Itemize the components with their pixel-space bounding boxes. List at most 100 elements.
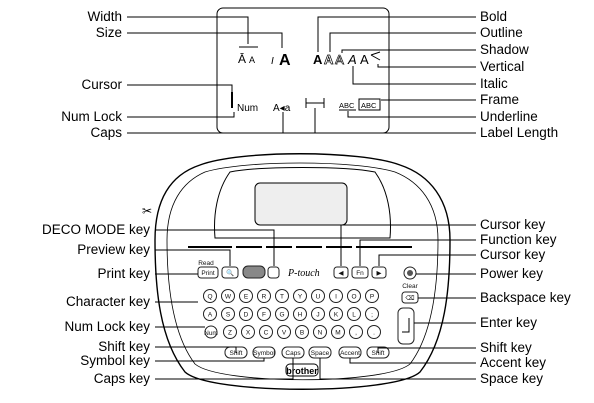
label-width: Width — [87, 9, 122, 24]
bottom-key-0-label: Shift — [229, 350, 242, 357]
char-key-row2-9-label: ; — [371, 312, 373, 319]
num-lock-key[interactable] — [204, 325, 218, 339]
char-key-row1-4[interactable] — [275, 289, 289, 303]
char-key-row2-2[interactable] — [239, 307, 253, 321]
label-deco-mode-key: DECO MODE key — [42, 222, 150, 237]
brand-plate — [285, 363, 319, 377]
char-key-row3-0[interactable] — [223, 325, 237, 339]
char-key-row3-7-label: , — [355, 330, 357, 337]
char-key-row2-1[interactable] — [221, 307, 235, 321]
char-key-row3-4[interactable] — [295, 325, 309, 339]
char-key-row1-5[interactable] — [293, 289, 307, 303]
char-key-row2-9[interactable] — [365, 307, 379, 321]
magnifier-icon: 🔍 — [226, 268, 234, 277]
char-key-row2-5[interactable] — [293, 307, 307, 321]
width-indicator: Ā A — [238, 46, 258, 66]
svg-text:A: A — [249, 55, 255, 65]
label-character-key: Character key — [66, 294, 150, 309]
device-inner-shell — [166, 162, 439, 381]
label-size: Size — [96, 25, 122, 40]
char-key-row1-3[interactable] — [257, 289, 271, 303]
char-key-row1-2-label: E — [244, 294, 249, 301]
bottom-key-1-label: Symbol — [253, 350, 275, 357]
caps-indicator: A◂a — [273, 103, 291, 114]
num-lock-indicator: Num — [237, 103, 258, 114]
cursor-right-key[interactable] — [371, 266, 387, 279]
char-key-row1-7[interactable] — [329, 289, 343, 303]
preview-key[interactable] — [221, 266, 239, 279]
label-cursor-key-top: Cursor key — [480, 217, 546, 232]
svg-text:A: A — [347, 52, 357, 67]
label-preview-key: Preview key — [77, 242, 150, 257]
cursor-left-icon: ◀ — [339, 270, 345, 277]
num-lock-key-label: Num — [204, 330, 218, 337]
char-key-row3-8[interactable] — [367, 325, 381, 339]
char-key-row1-1[interactable] — [221, 289, 235, 303]
char-key-row3-8-label: . — [373, 330, 375, 337]
ptouch-logo: P-touch — [287, 268, 320, 279]
bottom-key-2-label: Caps — [285, 350, 301, 357]
function-key[interactable] — [351, 266, 369, 279]
char-key-row1-9-label: P — [370, 294, 374, 301]
function-key-label: Fn — [356, 270, 364, 277]
char-key-row1-2[interactable] — [239, 289, 253, 303]
deco-mode-key[interactable] — [242, 265, 266, 279]
enter-key[interactable] — [397, 307, 415, 345]
char-key-row1-7-label: I — [335, 294, 337, 301]
char-key-row1-9[interactable] — [365, 289, 379, 303]
char-key-row3-7[interactable] — [349, 325, 363, 339]
char-key-row3-3[interactable] — [277, 325, 291, 339]
power-icon — [407, 270, 413, 276]
label-length-indicator — [305, 98, 325, 108]
char-key-row2-7[interactable] — [329, 307, 343, 321]
char-key-row2-1-label: S — [226, 312, 231, 319]
label-space-key: Space key — [480, 371, 543, 386]
print-key[interactable] — [197, 266, 219, 279]
label-power-key: Power key — [480, 266, 543, 281]
char-key-row1-6-label: U — [316, 294, 321, 301]
key-row-bottom: Shift Symbol Caps Space Accent Shift — [224, 346, 390, 359]
char-key-row1-8[interactable] — [347, 289, 361, 303]
char-key-row1-8-label: O — [351, 294, 356, 301]
label-num-lock-key: Num Lock key — [64, 319, 150, 334]
char-key-row2-5-label: H — [298, 312, 303, 319]
char-key-row3-1[interactable] — [241, 325, 255, 339]
char-key-row2-8[interactable] — [347, 307, 361, 321]
function-key-row: Print Read 🔍 P-touch ◀ Fn ▶ Clear ⌫ — [197, 260, 419, 304]
label-shift-key-left: Shift key — [98, 339, 150, 354]
label-bold: Bold — [480, 9, 507, 24]
underline-indicator: ABC — [339, 101, 356, 111]
cursor-right-icon: ▶ — [377, 270, 383, 277]
bottom-key-3-label: Space — [311, 350, 330, 357]
char-key-row1-1-label: W — [225, 294, 232, 301]
char-key-row1-3-label: R — [262, 294, 267, 301]
char-key-row2-4[interactable] — [275, 307, 289, 321]
svg-text:A: A — [324, 52, 334, 67]
label-shadow: Shadow — [480, 42, 529, 57]
cursor-left-key[interactable] — [333, 266, 349, 279]
char-key-row2-6[interactable] — [311, 307, 325, 321]
char-key-row3-5[interactable] — [313, 325, 327, 339]
label-num-lock: Num Lock — [61, 109, 122, 124]
bottom-key-4-label: Accent — [340, 350, 360, 357]
size-indicator: I A — [271, 52, 291, 69]
char-key-row3-2[interactable] — [259, 325, 273, 339]
char-key-row2-6-label: J — [316, 312, 319, 319]
char-key-row2-0[interactable] — [203, 307, 217, 321]
shadow-indicator: A A — [335, 52, 345, 68]
char-key-row1-0[interactable] — [203, 289, 217, 303]
char-key-row3-6[interactable] — [331, 325, 345, 339]
label-print-key: Print key — [97, 266, 150, 281]
bottom-key-5-label: Shift — [371, 350, 384, 357]
deco-mode-side-key[interactable] — [267, 266, 280, 279]
svg-text:A: A — [313, 52, 323, 67]
top-leader-lines — [127, 16, 476, 134]
char-key-row2-3[interactable] — [257, 307, 271, 321]
char-key-row1-6[interactable] — [311, 289, 325, 303]
svg-text:A: A — [279, 52, 291, 69]
outline-indicator: A — [324, 52, 335, 68]
svg-text:ABC: ABC — [361, 101, 377, 110]
cutter-icon: ✂ — [142, 204, 152, 218]
